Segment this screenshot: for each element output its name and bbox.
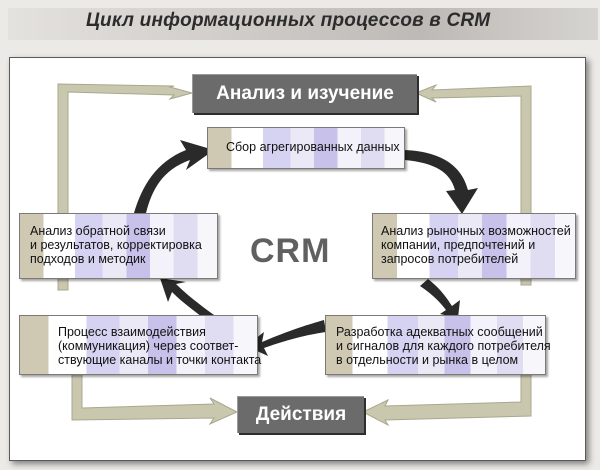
step-interaction-process: Процесс взаимодействия (коммуникация) че… bbox=[19, 315, 262, 375]
step-line: и результатов, корректировка bbox=[30, 238, 202, 252]
step-line: Анализ обратной связи bbox=[30, 224, 166, 238]
step-market-analysis: Анализ рыночных возможностей компании, п… bbox=[372, 213, 576, 279]
step-feedback-analysis: Анализ обратной связи и результатов, кор… bbox=[19, 213, 218, 279]
step-line: компании, предпочтений и bbox=[381, 238, 536, 252]
step-line: Разработка адекватных сообщений bbox=[336, 325, 543, 339]
outer-arrow-top-left bbox=[57, 83, 194, 291]
step-line: запросов потребителей bbox=[381, 252, 519, 266]
title-bar bbox=[8, 8, 598, 40]
diagram-title: Цикл информационных процессов в CRM bbox=[86, 10, 491, 31]
step-line: Процесс взаимодействия bbox=[58, 325, 206, 339]
cycle-arrow-5 bbox=[134, 140, 214, 213]
step-line: в отдельности и рынка в целом bbox=[336, 353, 519, 367]
outer-arrow-bottom-left bbox=[71, 372, 239, 426]
step-line: подходов и методик bbox=[30, 252, 146, 266]
outer-arrow-top-right bbox=[414, 83, 532, 286]
step-line: ствующие каналы и точки контакта bbox=[58, 353, 262, 367]
outer-arrow-bottom-right bbox=[361, 372, 532, 427]
step-line: (коммуникация) через соответ- bbox=[58, 339, 239, 353]
cycle-arrow-3 bbox=[246, 320, 326, 356]
step-message-development: Разработка адекватных сообщений и сигнал… bbox=[325, 315, 551, 375]
stage-actions-box: Действия bbox=[237, 396, 364, 433]
crm-center-label: CRM bbox=[250, 232, 331, 270]
stage-analysis-box: Анализ и изучение bbox=[192, 74, 417, 113]
step-line: Сбор агрегированных данных bbox=[226, 140, 400, 154]
cycle-arrow-2 bbox=[420, 279, 460, 318]
step-line: Анализ рыночных возможностей bbox=[381, 224, 571, 238]
step-line: и сигналов для каждого потребителя bbox=[336, 339, 551, 353]
step-data-collection: Сбор агрегированных данных bbox=[207, 127, 405, 169]
cycle-arrow-4 bbox=[160, 278, 214, 320]
cycle-arrow-1 bbox=[405, 150, 478, 214]
